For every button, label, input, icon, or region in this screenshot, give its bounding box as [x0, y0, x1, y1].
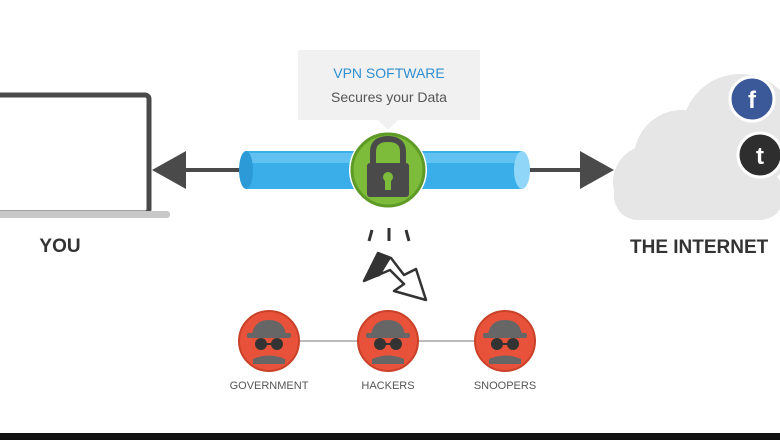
spy-icon: [474, 310, 536, 372]
callout-title: VPN SOFTWARE: [333, 65, 445, 81]
left-arrow: [152, 151, 250, 189]
threat-label: GOVERNMENT: [230, 380, 309, 392]
callout-box: [298, 50, 480, 120]
you-label: YOU: [39, 236, 80, 257]
internet-label: THE INTERNET: [630, 237, 769, 258]
spy-icon: [238, 310, 300, 372]
hackers-threat: HACKERS: [357, 310, 419, 392]
bottom-border: [0, 433, 780, 440]
vpn-callout: VPN SOFTWARE Secures your Data: [298, 50, 480, 130]
deflect-arrow-icon: [362, 251, 428, 302]
threat-label: HACKERS: [361, 380, 414, 392]
laptop-icon: [0, 92, 170, 218]
twitter-icon: t: [736, 131, 780, 179]
callout-pointer: [378, 120, 398, 130]
right-arrow: [526, 151, 614, 189]
threat-label: SNOOPERS: [474, 380, 536, 392]
spy-icon: [357, 310, 419, 372]
blocked-rays-icon: [367, 228, 411, 242]
callout-subtitle: Secures your Data: [331, 89, 447, 105]
government-threat: GOVERNMENT: [230, 310, 309, 392]
lock-icon: [349, 131, 427, 209]
twitter-glyph: t: [756, 143, 764, 170]
facebook-glyph: f: [748, 87, 757, 114]
facebook-icon: f: [728, 75, 776, 123]
snoopers-threat: SNOOPERS: [474, 310, 536, 392]
